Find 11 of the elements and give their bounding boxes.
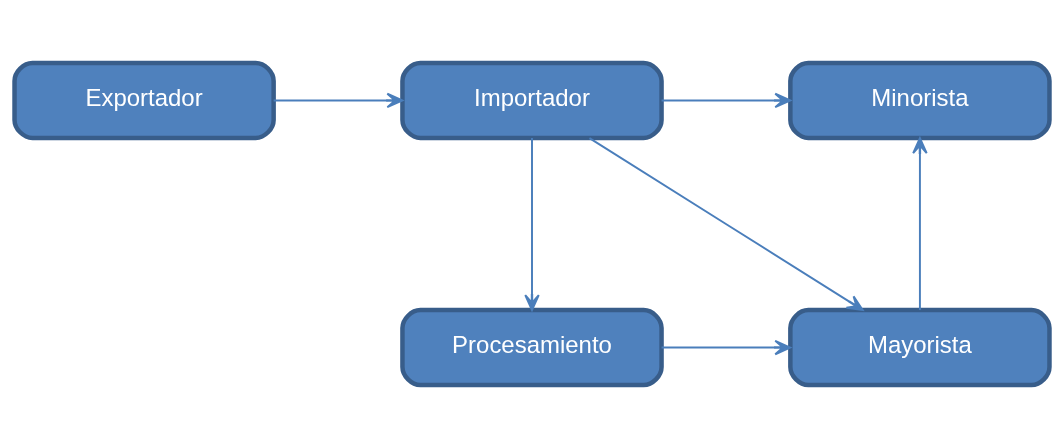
arrow (660, 339, 792, 356)
arrow (912, 137, 928, 312)
node-box: Minorista (788, 60, 1052, 141)
node-box: Mayorista (788, 307, 1052, 388)
node-box: Importador (400, 60, 664, 141)
node-box: Procesamiento (400, 307, 664, 388)
arrow (524, 137, 540, 312)
node-box: Exportador (12, 60, 276, 141)
arrow (272, 92, 404, 109)
arrow (660, 92, 792, 109)
arrow (588, 137, 864, 312)
